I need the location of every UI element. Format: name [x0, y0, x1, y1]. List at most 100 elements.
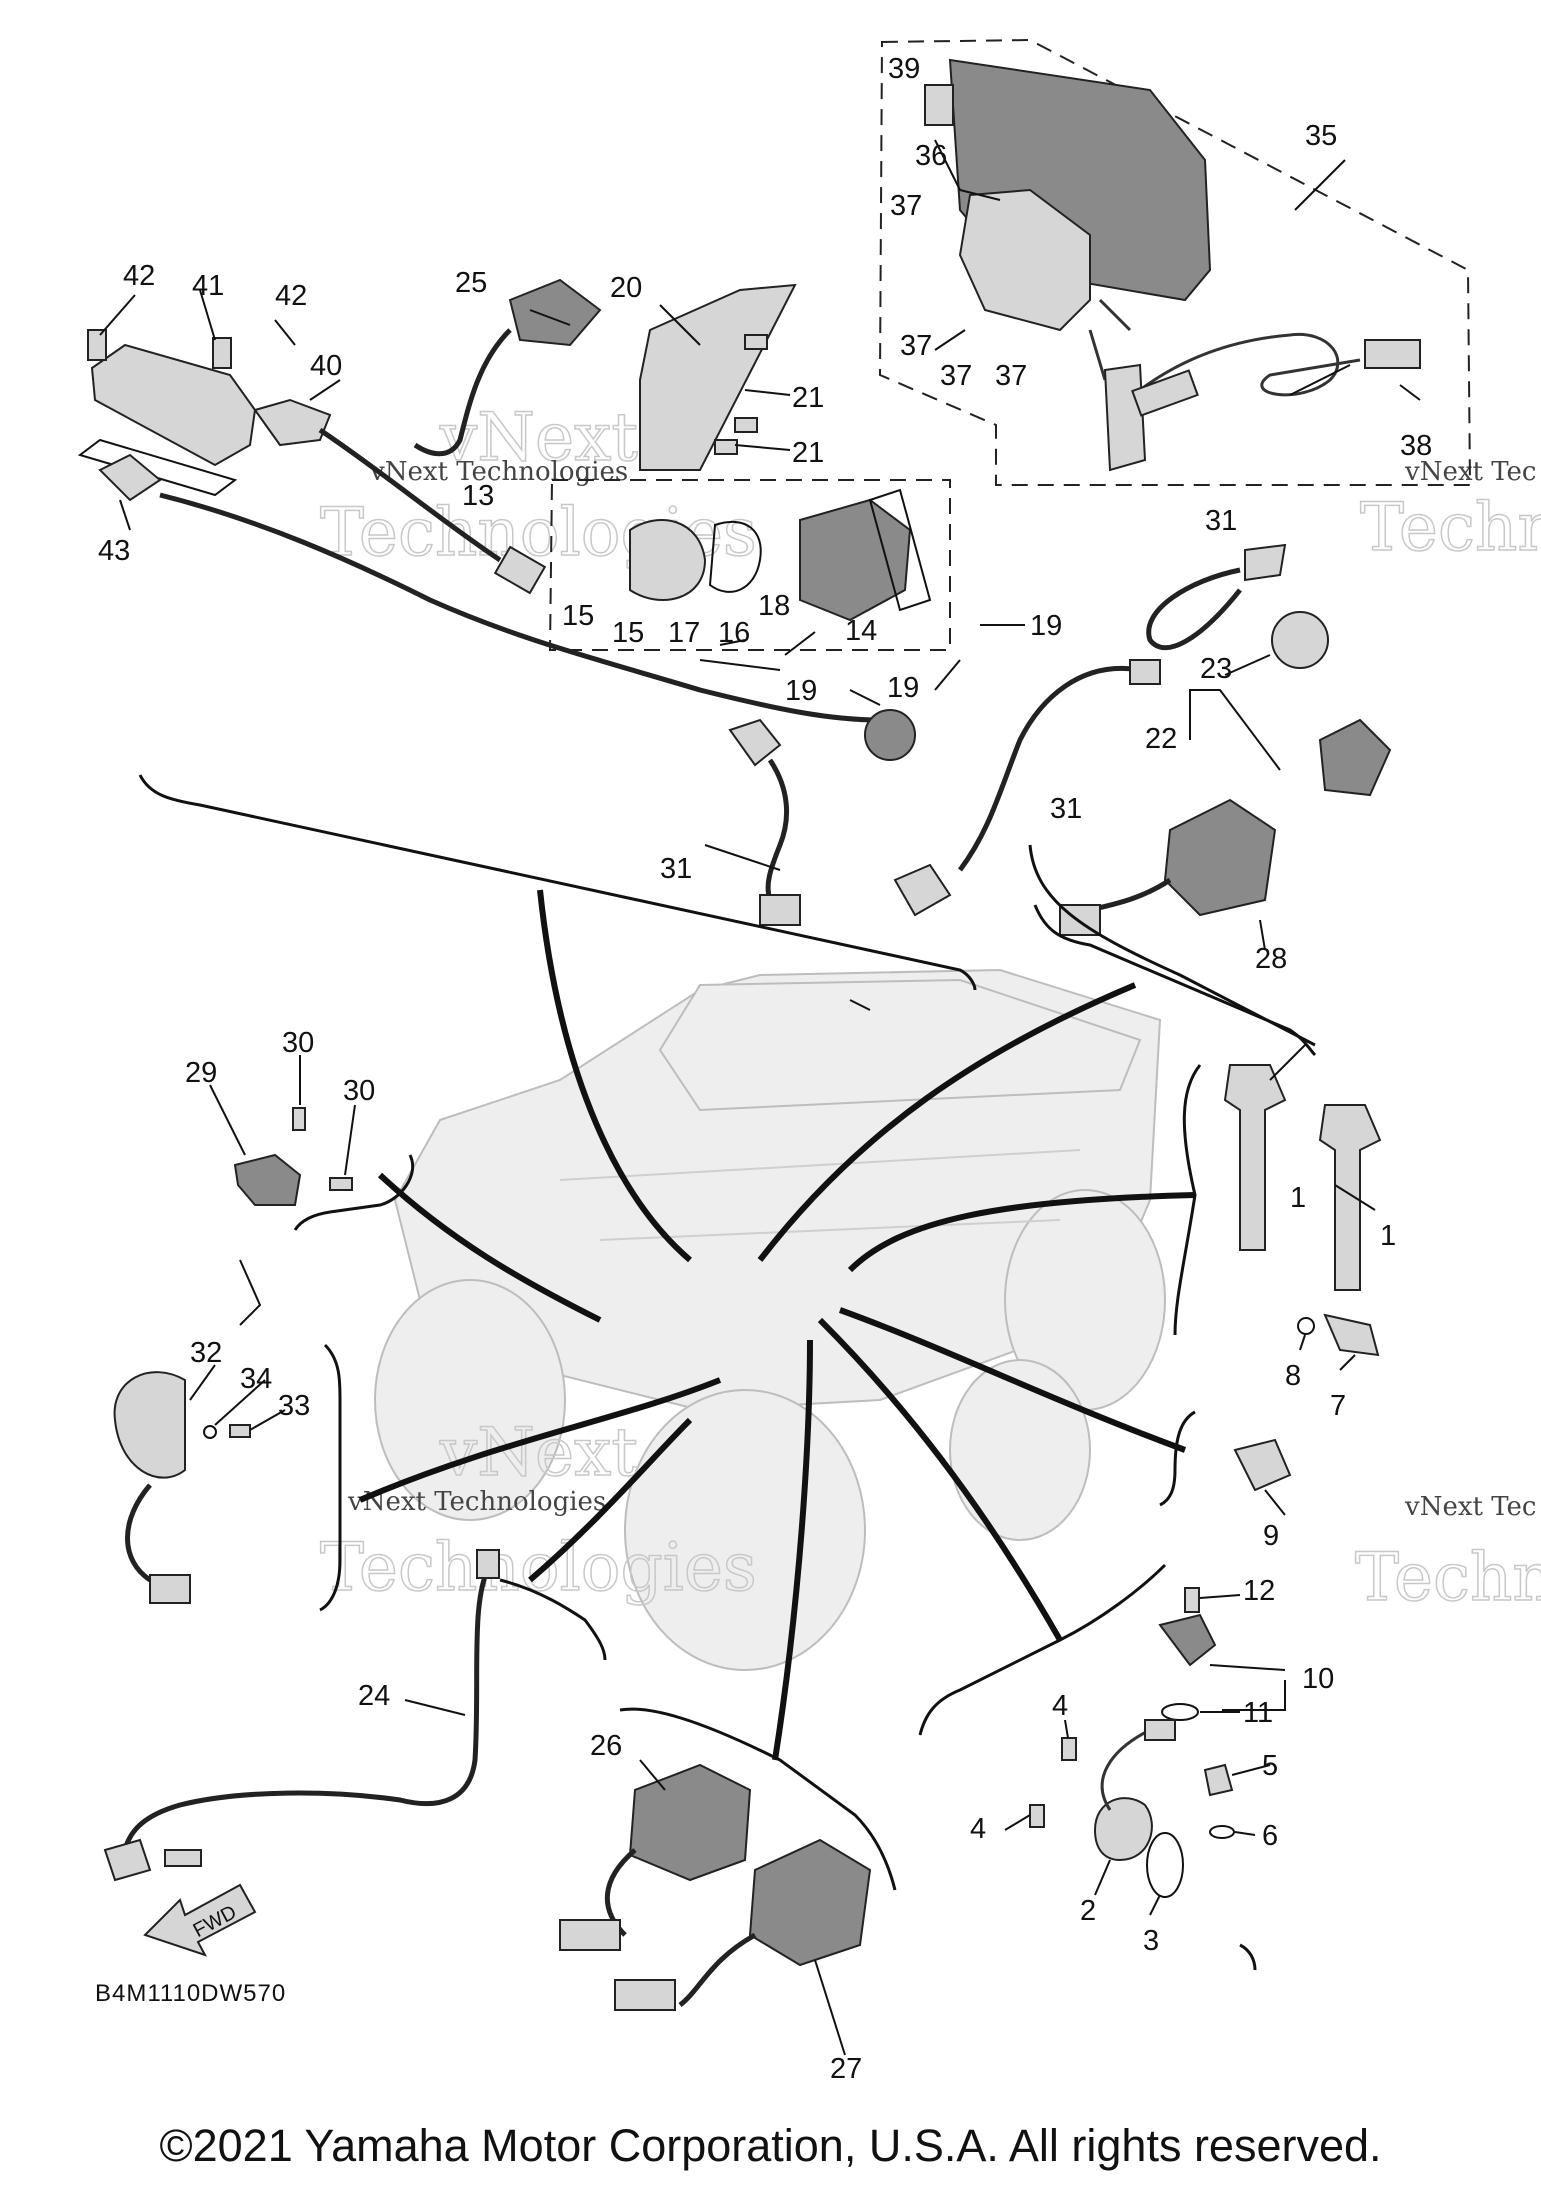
callout-37-d: 37 — [995, 360, 1027, 392]
callout-33: 33 — [278, 1390, 310, 1422]
horn — [113, 1371, 186, 1479]
usb-plug — [1131, 369, 1199, 417]
sensor-housing — [799, 498, 912, 622]
watermark-caption-2: vNext Technologies — [347, 1487, 606, 1517]
throttle-sensor-group — [548, 479, 951, 651]
mounting-bracket — [639, 283, 797, 471]
callout-27: 27 — [830, 2053, 862, 2085]
watermark-second-4: Technologies — [1355, 1539, 1541, 1616]
ecu-bolt-2 — [212, 337, 232, 369]
ecu-bolt — [87, 329, 107, 361]
callout-39: 39 — [888, 53, 920, 85]
callout-29: 29 — [185, 1057, 217, 1089]
callouts: 35 39 36 37 37 37 37 38 42 41 42 40 43 2… — [98, 53, 1432, 2085]
watermark-main-2: vNext — [439, 1414, 638, 1491]
callout-20: 20 — [610, 272, 642, 304]
callout-24: 24 — [358, 1680, 390, 1712]
horn-plug — [149, 1574, 191, 1604]
ignition-coils — [1223, 1064, 1382, 1492]
watermark-caption-4: vNext Tec — [1404, 1492, 1536, 1522]
ecu-harness-plug — [253, 398, 332, 447]
callout-31-b: 31 — [1050, 793, 1082, 825]
crank-sensor — [1158, 1613, 1217, 1667]
callout-5: 5 — [1262, 1750, 1278, 1782]
callout-38: 38 — [1400, 430, 1432, 462]
throttle-position-sensor — [233, 1153, 302, 1206]
watermark-caption: vNext Technologies — [369, 457, 628, 487]
callout-34: 34 — [240, 1363, 272, 1395]
bottom-left-lead: FWD — [103, 1549, 500, 1957]
callout-31-a: 31 — [660, 853, 692, 885]
callout-18: 18 — [758, 590, 790, 622]
lead-top-plug — [476, 1549, 500, 1579]
callout-14: 14 — [845, 615, 877, 647]
relay-unit — [508, 278, 602, 347]
temp-sensor — [1323, 1313, 1380, 1357]
speed-sensor — [1093, 1797, 1153, 1862]
callout-2: 2 — [1080, 1895, 1096, 1927]
gasket — [708, 520, 762, 593]
callout-15-a: 15 — [562, 600, 594, 632]
callout-36: 36 — [915, 140, 947, 172]
meter-assembly-group — [878, 38, 1472, 486]
callout-37-b: 37 — [900, 330, 932, 362]
callout-31-c: 31 — [1205, 505, 1237, 537]
lead-connector-b — [1129, 659, 1161, 685]
callout-10: 10 — [1302, 1663, 1334, 1695]
callout-22: 22 — [1145, 723, 1177, 755]
diagram-code: B4M1110DW570 — [95, 1980, 287, 2007]
callout-9: 9 — [1263, 1520, 1279, 1552]
callout-4-b: 4 — [970, 1813, 986, 1845]
callout-19-c: 19 — [887, 672, 919, 704]
lead-connector-a — [728, 718, 782, 767]
callout-37-a: 37 — [890, 190, 922, 222]
usb-socket — [1364, 339, 1421, 369]
meter-bracket — [958, 188, 1091, 332]
pointer-lines — [358, 889, 1196, 1761]
neutral-switch — [1203, 1763, 1234, 1797]
callout-43: 43 — [98, 535, 130, 567]
callout-3: 3 — [1143, 1925, 1159, 1957]
callout-17: 17 — [668, 617, 700, 649]
callout-15-b: 15 — [612, 617, 644, 649]
ecu-group — [77, 329, 916, 761]
sensor-lead-plug — [98, 453, 162, 502]
callout-26: 26 — [590, 1730, 622, 1762]
callout-21-b: 21 — [792, 437, 824, 469]
lead-end-cap — [164, 1849, 202, 1867]
callout-37-c: 37 — [940, 360, 972, 392]
lead-end-plug — [103, 1838, 152, 1882]
callout-6: 6 — [1262, 1820, 1278, 1852]
callout-35: 35 — [1305, 120, 1337, 152]
callout-32: 32 — [190, 1337, 222, 1369]
callout-8: 8 — [1285, 1360, 1301, 1392]
callout-42-a: 42 — [123, 260, 155, 292]
callout-28: 28 — [1255, 943, 1287, 975]
lead-plug-a — [759, 894, 801, 926]
callout-4-a: 4 — [1052, 1690, 1068, 1722]
callout-23: 23 — [1200, 653, 1232, 685]
relay-26 — [628, 1763, 752, 1882]
vehicle-silhouette — [374, 968, 1166, 1671]
lead-plug-b — [893, 863, 952, 917]
right-sensors — [1059, 543, 1392, 936]
key-holder — [1244, 543, 1287, 582]
callout-21-a: 21 — [792, 382, 824, 414]
callout-13: 13 — [462, 480, 494, 512]
meter-connector — [1103, 363, 1147, 472]
callout-19-a: 19 — [1030, 610, 1062, 642]
relay-27 — [748, 1838, 872, 1967]
callout-1-a: 1 — [1290, 1182, 1306, 1214]
callout-30-a: 30 — [282, 1027, 314, 1059]
sensor-cover — [629, 519, 707, 601]
relay-block — [1163, 798, 1277, 917]
callout-7: 7 — [1330, 1390, 1346, 1422]
callout-42-b: 42 — [275, 280, 307, 312]
callout-16: 16 — [718, 617, 750, 649]
ignition-coil-a — [1223, 1064, 1287, 1251]
relay-27-plug — [614, 1979, 676, 2011]
watermark-second-3: Technologies — [1360, 489, 1541, 566]
copyright-notice: ©2021 Yamaha Motor Corporation, U.S.A. A… — [159, 2120, 1382, 2171]
bottom-relays — [559, 1763, 872, 2011]
